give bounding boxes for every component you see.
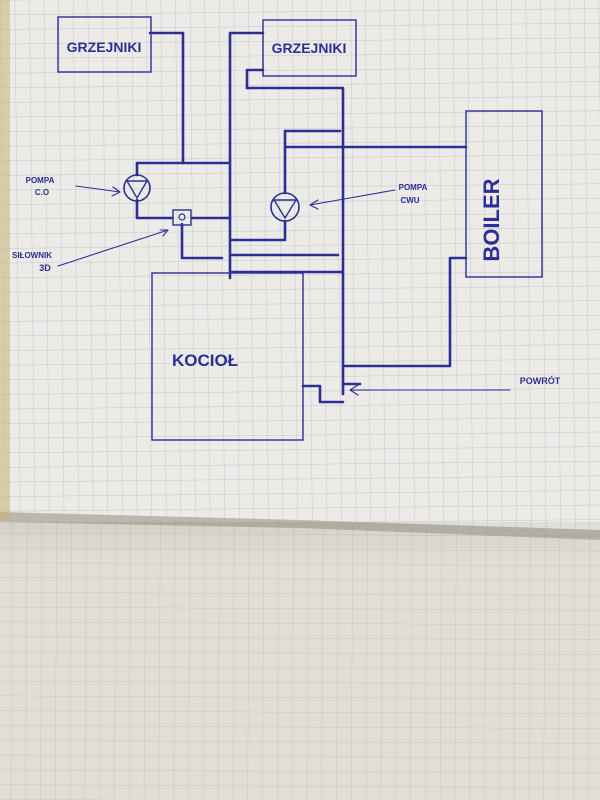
radiators-right-box xyxy=(262,19,357,77)
boiler-label: BOILER xyxy=(479,178,504,261)
pipe-network xyxy=(135,31,468,404)
boiler: BOILER xyxy=(465,110,543,278)
radiators-left: GRZEJNIKI xyxy=(57,16,152,73)
furnace: KOCIOŁ xyxy=(151,272,304,441)
label-pump-co-line1: POMPA xyxy=(26,176,55,185)
furnace-box xyxy=(151,272,304,441)
furnace-label: KOCIOŁ xyxy=(172,351,238,370)
label-pump-cwu: POMPA CWU xyxy=(399,183,428,205)
top-page-grid xyxy=(0,0,600,530)
label-pump-co: POMPA C.O xyxy=(26,176,55,197)
label-actuator-line1: SIŁOWNIK xyxy=(12,251,52,260)
page-edge-left xyxy=(0,0,10,520)
pump-co xyxy=(123,174,151,202)
pump-co-triangle xyxy=(125,180,149,200)
annotation-arrows xyxy=(57,185,511,396)
label-return: POWRÓT xyxy=(520,375,561,386)
pump-co-circle xyxy=(123,174,151,202)
label-actuator-line2: 3D xyxy=(39,263,51,273)
label-pump-cwu-line1: POMPA xyxy=(399,183,428,192)
label-pump-cwu-line2: CWU xyxy=(400,196,419,205)
radiators-right: GRZEJNIKI xyxy=(262,19,357,77)
actuator-box xyxy=(172,209,192,226)
radiators-left-label: GRZEJNIKI xyxy=(67,39,142,55)
bottom-page-grid xyxy=(0,520,600,800)
fold-gradient xyxy=(0,522,600,562)
radiators-right-label: GRZEJNIKI xyxy=(272,40,347,56)
actuator-3d xyxy=(172,209,192,226)
label-actuator: SIŁOWNIK 3D xyxy=(12,251,52,273)
pump-cwu-circle xyxy=(270,192,300,222)
actuator-dot xyxy=(178,213,186,221)
label-pump-co-line2: C.O xyxy=(35,188,49,197)
radiators-left-box xyxy=(57,16,152,73)
boiler-box xyxy=(465,110,543,278)
pump-cwu-triangle xyxy=(272,199,298,220)
pump-cwu xyxy=(270,192,300,222)
